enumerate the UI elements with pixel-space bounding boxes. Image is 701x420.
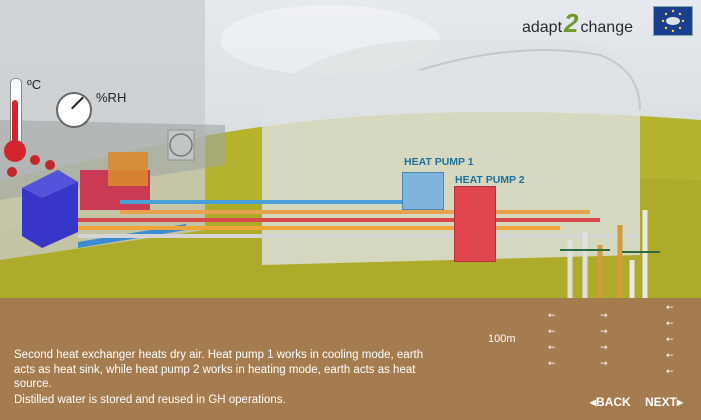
svg-text:←: ← (666, 303, 674, 313)
depth-label: 100m (488, 333, 516, 345)
svg-text:←: ← (666, 351, 674, 361)
back-label: BACK (596, 395, 631, 409)
svg-text:←: ← (666, 335, 674, 345)
eu-life-flag-icon (653, 6, 693, 36)
svg-text:→: → (600, 327, 608, 337)
svg-text:→: → (600, 359, 608, 369)
next-label: NEXT (645, 395, 678, 409)
logo-text-2: 2 (564, 8, 579, 38)
svg-text:←: ← (666, 319, 674, 329)
heat-flow-arrows: ← ← ← ← → → → → ← ← ← ← ← (548, 303, 674, 377)
caption-line-1: Second heat exchanger heats dry air. Hea… (14, 349, 424, 390)
logo-text-adapt: adapt (521, 19, 563, 36)
chevron-left-icon: ◂ (590, 395, 597, 409)
svg-text:←: ← (548, 327, 556, 337)
heat-pump-2-label: HEAT PUMP 2 (455, 174, 525, 186)
caption-line-2: Distilled water is stored and reused in … (14, 393, 286, 406)
ground-layer (0, 298, 701, 420)
humidity-label: %RH (96, 90, 127, 105)
celsius-label: ºC (27, 77, 42, 92)
heat-pump-1-label: HEAT PUMP 1 (404, 156, 474, 168)
thermometer-bulb (4, 140, 26, 162)
svg-text:→: → (600, 311, 608, 321)
heat-pump-1[interactable] (402, 172, 444, 210)
svg-text:←: ← (548, 311, 556, 321)
svg-text:←: ← (548, 359, 556, 369)
step-description: Second heat exchanger heats dry air. Hea… (14, 348, 444, 408)
next-button[interactable]: NEXT▸ (645, 395, 683, 409)
svg-text:←: ← (666, 367, 674, 377)
heat-pump-2[interactable] (454, 186, 496, 262)
chevron-right-icon: ▸ (677, 395, 684, 409)
logo-text-change: change (580, 19, 634, 36)
svg-text:←: ← (548, 343, 556, 353)
thermometer-level (12, 100, 18, 150)
hygrometer-gauge-icon (56, 92, 92, 128)
svg-text:→: → (600, 343, 608, 353)
back-button[interactable]: ◂BACK (590, 395, 631, 409)
